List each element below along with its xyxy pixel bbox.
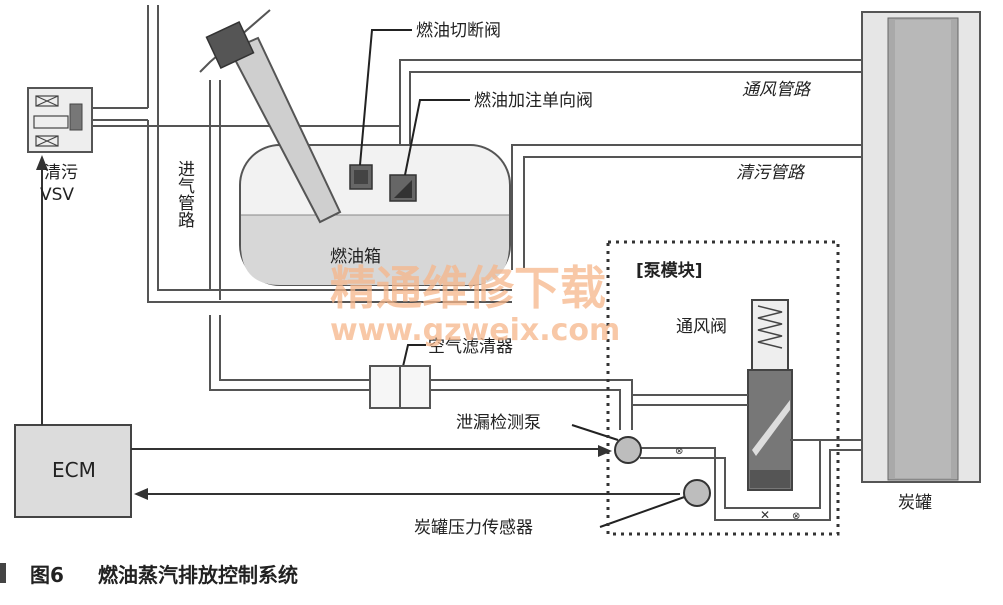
svg-text:⊗: ⊗ bbox=[675, 446, 683, 457]
label-pump-module: [泵模块] bbox=[636, 260, 703, 281]
label-purge-vsv-line1: 清污 bbox=[44, 163, 78, 183]
label-ecm: ECM bbox=[52, 458, 96, 482]
svg-text:✕: ✕ bbox=[760, 508, 770, 522]
label-canister: 炭罐 bbox=[898, 493, 932, 513]
ecm-box bbox=[14, 424, 132, 518]
pump-module-pipes bbox=[632, 394, 862, 521]
fuel-fill-check-valve-body bbox=[389, 174, 417, 202]
ecm-to-vsv-signal bbox=[36, 155, 48, 425]
label-air-filter: 空气滤清器 bbox=[428, 337, 513, 357]
sensor-to-ecm-signal bbox=[134, 488, 680, 500]
label-purge-vsv-line2: VSV bbox=[40, 185, 74, 205]
canister-pressure-sensor bbox=[683, 479, 711, 507]
caption-title: 燃油蒸汽排放控制系统 bbox=[98, 563, 298, 587]
label-fuel-tank: 燃油箱 bbox=[330, 247, 381, 267]
svg-text:⊗: ⊗ bbox=[792, 511, 800, 522]
ecm-to-pump-signal bbox=[131, 445, 612, 457]
label-leak-pump: 泄漏检测泵 bbox=[456, 413, 541, 433]
vent-valve bbox=[747, 299, 793, 491]
label-vent-valve: 通风阀 bbox=[676, 317, 727, 337]
caption-number: 图6 bbox=[30, 563, 64, 587]
figure-caption: 图6 燃油蒸汽排放控制系统 bbox=[0, 563, 298, 587]
orifice-markers: ⊗ ✕ ⊗ bbox=[675, 446, 800, 522]
air-filter bbox=[369, 365, 431, 409]
fuel-cutoff-valve-body bbox=[349, 164, 373, 190]
label-intake-line-text: 进气管路 bbox=[174, 160, 195, 228]
watermark-url: www.gzweix.com bbox=[330, 313, 620, 348]
leak-detection-pump bbox=[614, 436, 642, 464]
watermark-cn: 精通维修下载 bbox=[330, 261, 606, 315]
label-canister-sensor: 炭罐压力传感器 bbox=[414, 518, 533, 538]
label-purge-line: 清污管路 bbox=[736, 163, 806, 183]
intake-duct bbox=[147, 5, 512, 303]
label-intake-line: 进气管路 bbox=[174, 160, 195, 228]
charcoal-canister bbox=[861, 11, 981, 483]
purge-vsv bbox=[27, 87, 93, 153]
air-filter-line bbox=[209, 315, 633, 430]
label-fuel-fill-check-valve: 燃油加注单向阀 bbox=[474, 91, 593, 111]
filler-neck bbox=[205, 20, 342, 224]
pump-module-frame bbox=[606, 240, 840, 536]
label-fuel-cutoff-valve: 燃油切断阀 bbox=[416, 21, 501, 41]
purge-line-pipe bbox=[511, 144, 862, 270]
label-vent-line: 通风管路 bbox=[742, 80, 812, 100]
